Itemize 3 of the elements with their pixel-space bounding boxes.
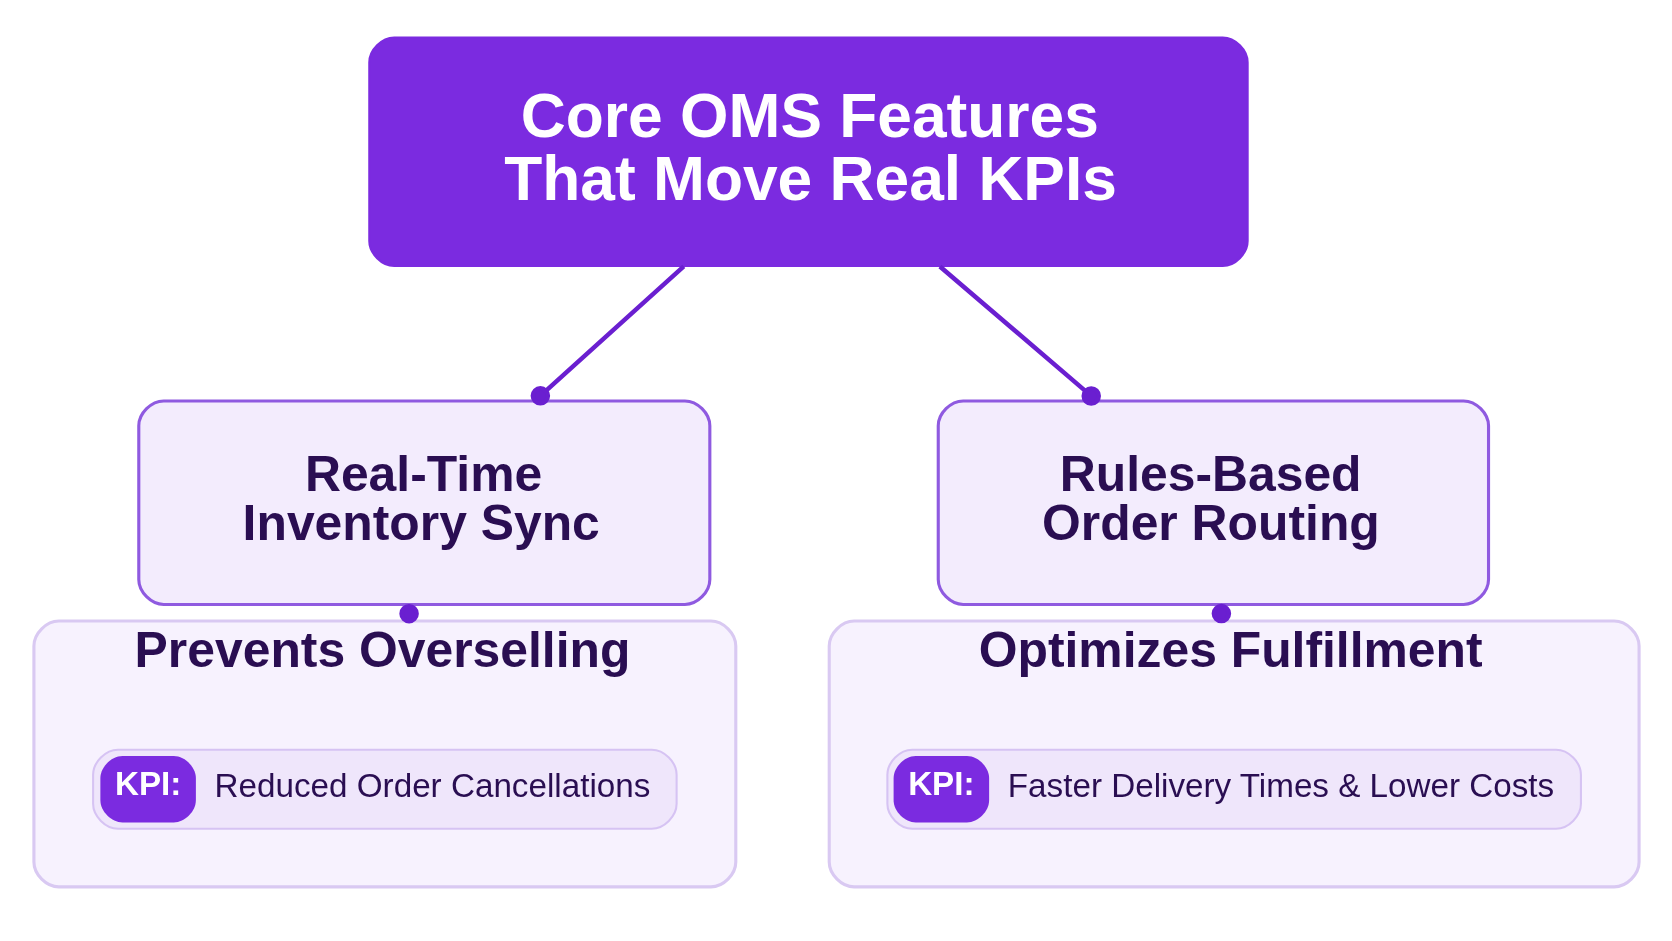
connector xyxy=(530,264,685,406)
node-box: Core OMS Features That Move Real KPIs xyxy=(367,36,1249,267)
connector xyxy=(937,264,1101,406)
